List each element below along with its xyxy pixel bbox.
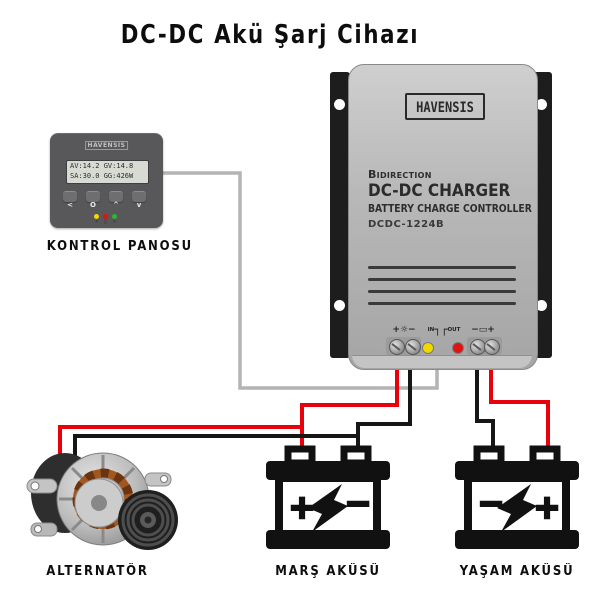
panel-up-button [109,191,123,202]
battery-terminal-label: −▭+ [471,325,495,335]
battery-post-left [284,445,316,467]
alternator-label: ALTERNATÖR [46,564,149,579]
plus-sign-icon: + [289,488,316,526]
screw-terminal-input-positive [389,339,405,355]
charge-icon: ⚡ [94,219,99,225]
charger-led-out-red [452,342,464,354]
screw-terminal-input-negative [405,339,421,355]
minus-sign-icon: − [478,484,505,522]
house-battery-label: YAŞAM AKÜSÜ [459,564,575,579]
charger-brand-text: HAVENSIS [416,98,474,115]
charger-bottom-lip [352,355,532,368]
battery-post-right [529,445,561,467]
charger-model-number: DCDC-1224B [368,219,445,230]
left-arrow-icon: < [67,201,73,209]
panel-led-red [103,214,108,219]
vent-line [368,290,516,293]
panel-led-yellow [94,214,99,219]
lightning-bolt-icon [497,484,537,532]
panel-brand-logo: HAVENSIS [84,141,129,150]
panel-left-button [63,191,77,202]
minus-sign-icon: − [345,484,372,522]
screw-terminal-output-positive [484,339,500,355]
in-label: IN [427,327,435,333]
vent-line [368,302,516,305]
starter-battery-icon: + − [266,445,390,549]
charger-subtitle: BATTERY CHARGE CONTROLLER [368,203,532,215]
ok-circle-icon: O [90,201,96,209]
in-out-symbol-icon: ┐┌ [434,323,448,336]
battery-base [455,530,579,549]
charger-unit [348,64,538,370]
wire-black-output-negative [475,356,495,452]
wire-red-input-positive [58,356,399,456]
vent-line [368,278,516,281]
page-title: DC-DC Akü Şarj Cihazı [120,20,420,50]
mount-hole [334,99,345,110]
down-arrow-icon: v [136,201,142,209]
wire-red-output-positive [489,356,550,452]
control-panel: HAVENSIS AV:14.2 GV:14.8 SA:30.0 GG:426W… [50,133,163,228]
house-battery-icon: − + [455,445,579,549]
panel-led-green [112,214,117,219]
starter-battery-label: MARŞ AKÜSÜ [275,564,381,579]
lcd-line-1: AV:14.2 GV:14.8 [70,162,134,170]
charger-product-name: DC-DC CHARGER [368,181,511,201]
panel-ok-button [86,191,100,202]
control-panel-label: KONTROL PANOSU [46,239,193,254]
lightning-bolt-icon [308,484,348,532]
power-status-icon: ☼ [112,219,117,225]
lcd-line-2: SA:30.0 GG:426W [70,172,134,180]
in-out-indicator-label: IN ┐┌ OUT [424,324,464,335]
plus-sign-icon: + [534,488,561,526]
mount-hole [334,300,345,311]
charger-brand-logo: HAVENSIS [405,93,485,120]
mount-hole [536,99,547,110]
input-terminal-label: +☼− [392,325,416,335]
battery-post-right [340,445,372,467]
alternator-image [26,452,178,550]
battery-post-left [473,445,505,467]
battery-base [266,530,390,549]
panel-lcd-display: AV:14.2 GV:14.8 SA:30.0 GG:426W [66,160,149,184]
panel-down-button [132,191,146,202]
battery-status-icon: ▯ [104,219,107,225]
out-label: OUT [447,327,461,333]
mount-hole [536,300,547,311]
up-arrow-icon: ^ [113,201,119,209]
charger-led-in-yellow [422,342,434,354]
vent-line [368,266,516,269]
charger-left-bracket [330,72,350,358]
charger-tagline: Bidirection [368,168,432,181]
